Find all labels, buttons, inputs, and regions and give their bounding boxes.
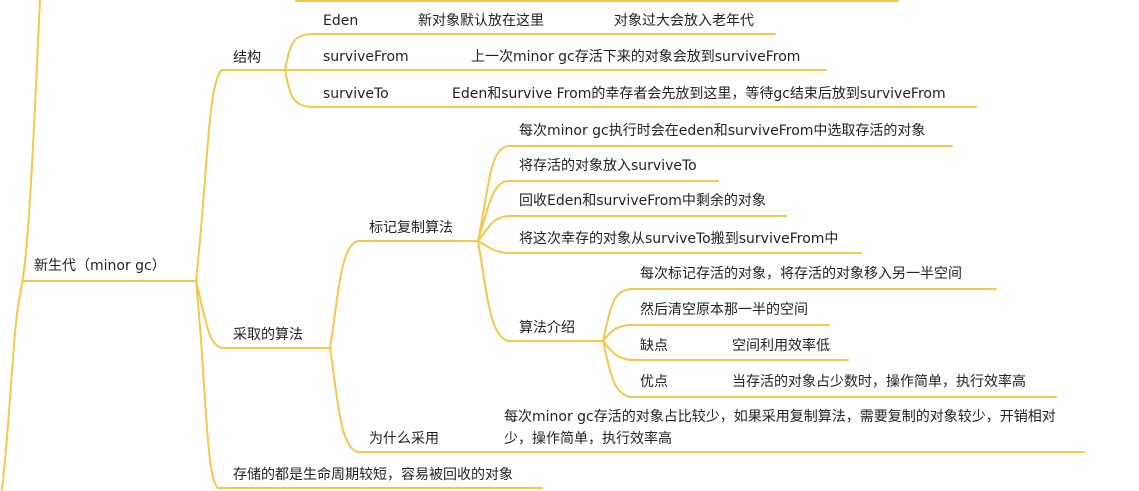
mark-copy-step-2[interactable]: 将存活的对象放入surviveTo [519,158,697,174]
survive-from-node[interactable]: surviveFrom [323,49,409,65]
root-left-connector [1,0,41,491]
algorithm-intro-node[interactable]: 算法介绍 [519,320,575,336]
intro-step-2[interactable]: 然后清空原本那一半的空间 [640,302,808,318]
branch-algorithm [195,280,223,349]
eden-detail-default[interactable]: 新对象默认放在这里 [418,13,544,29]
pros-detail[interactable]: 当存活的对象占少数时，操作简单，执行效率高 [732,374,1026,390]
why-node[interactable]: 为什么采用 [369,431,439,447]
survive-to-node[interactable]: surviveTo [323,86,389,102]
mark-copy-step-1[interactable]: 每次minor gc执行时会在eden和surviveFrom中选取存活的对象 [519,123,926,139]
eden-node[interactable]: Eden [323,13,359,29]
cons-detail[interactable]: 空间利用效率低 [732,338,830,354]
cons-node[interactable]: 缺点 [640,338,668,354]
eden-detail-large-object[interactable]: 对象过大会放入老年代 [614,13,754,29]
mark-copy-node[interactable]: 标记复制算法 [369,220,453,236]
algorithm-node[interactable]: 采取的算法 [233,327,303,343]
structure-node[interactable]: 结构 [233,50,261,66]
survive-to-detail[interactable]: Eden和survive From的幸存者会先放到这里，等待gc结束后放到sur… [452,86,946,102]
mark-copy-step-4[interactable]: 将这次幸存的对象从surviveTo搬到surviveFrom中 [519,231,839,247]
branch-lifecycle [195,280,219,489]
lifecycle-node[interactable]: 存储的都是生命周期较短，容易被回收的对象 [233,467,513,483]
why-reason[interactable]: 每次minor gc存活的对象占比较少，如果采用复制算法，需要复制的对象较少，开… [504,409,1056,447]
root-node[interactable]: 新生代（minor gc） [34,258,166,274]
intro-step-1[interactable]: 每次标记存活的对象，将存活的对象移入另一半空间 [640,266,962,282]
pros-node[interactable]: 优点 [640,374,668,390]
survive-from-detail[interactable]: 上一次minor gc存活下来的对象会放到surviveFrom [471,49,801,65]
branch-structure [195,69,223,282]
mark-copy-step-3[interactable]: 回收Eden和surviveFrom中剩余的对象 [519,193,766,209]
